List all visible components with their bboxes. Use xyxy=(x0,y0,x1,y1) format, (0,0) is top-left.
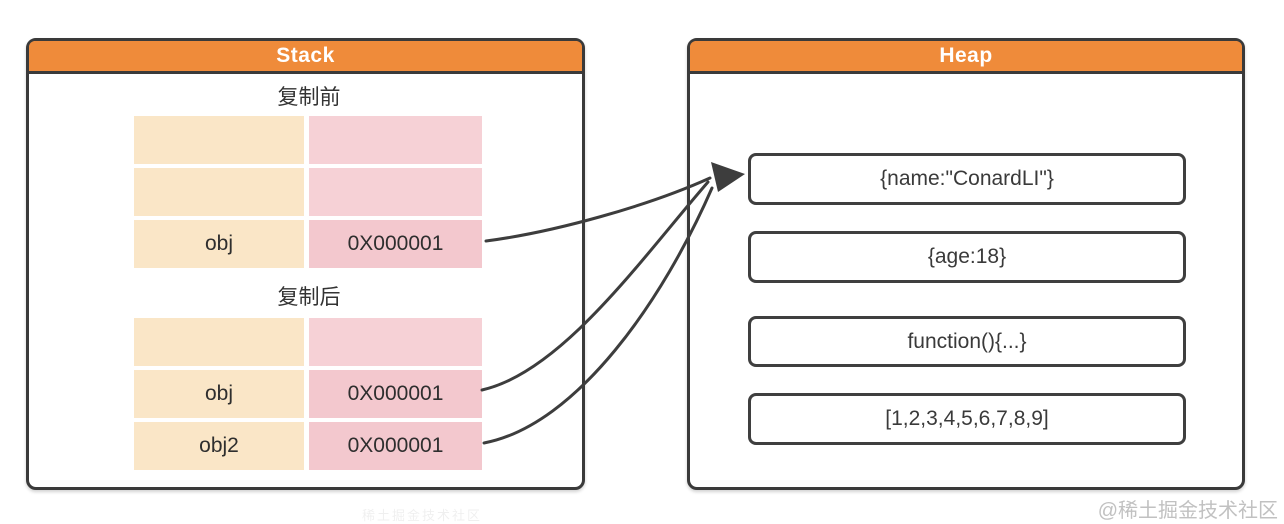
table-row xyxy=(134,116,482,164)
stack-address-cell-obj: 0X000001 xyxy=(309,370,482,418)
stack-panel: Stack 复制前 obj 0X000001 复制后 obj 0X000001 … xyxy=(26,38,585,523)
heap-panel: Heap {name:"ConardLI"} {age:18} function… xyxy=(687,38,1245,490)
stack-address-cell xyxy=(309,168,482,216)
table-row xyxy=(134,168,482,216)
stack-address-cell xyxy=(309,116,482,164)
table-row: obj 0X000001 xyxy=(134,220,482,268)
table-row: obj 0X000001 xyxy=(134,370,482,418)
stack-var-cell xyxy=(134,318,304,366)
stack-address-cell-obj: 0X000001 xyxy=(309,220,482,268)
stack-var-cell xyxy=(134,168,304,216)
table-row xyxy=(134,318,482,366)
stack-var-cell-obj: obj xyxy=(134,220,304,268)
juejin-watermark: @稀土掘金技术社区 xyxy=(1097,500,1278,522)
stack-var-cell xyxy=(134,116,304,164)
stack-var-cell-obj2: obj2 xyxy=(134,422,304,470)
stack-address-cell-obj2: 0X000001 xyxy=(309,422,482,470)
heap-object-array: [1,2,3,4,5,6,7,8,9] xyxy=(748,393,1186,445)
heap-object-name-conardli: {name:"ConardLI"} xyxy=(748,153,1186,205)
stack-address-cell xyxy=(309,318,482,366)
before-copy-label: 复制前 xyxy=(277,86,341,109)
heap-object-age: {age:18} xyxy=(748,231,1186,283)
stack-panel-title: Stack xyxy=(29,41,582,74)
stack-var-cell-obj: obj xyxy=(134,370,304,418)
table-row: obj2 0X000001 xyxy=(134,422,482,470)
heap-object-function: function(){...} xyxy=(748,316,1186,367)
faint-tiled-watermark: 稀土掘金技术社区 xyxy=(362,508,483,523)
after-copy-label: 复制后 xyxy=(277,286,341,309)
heap-panel-title: Heap xyxy=(690,41,1242,74)
